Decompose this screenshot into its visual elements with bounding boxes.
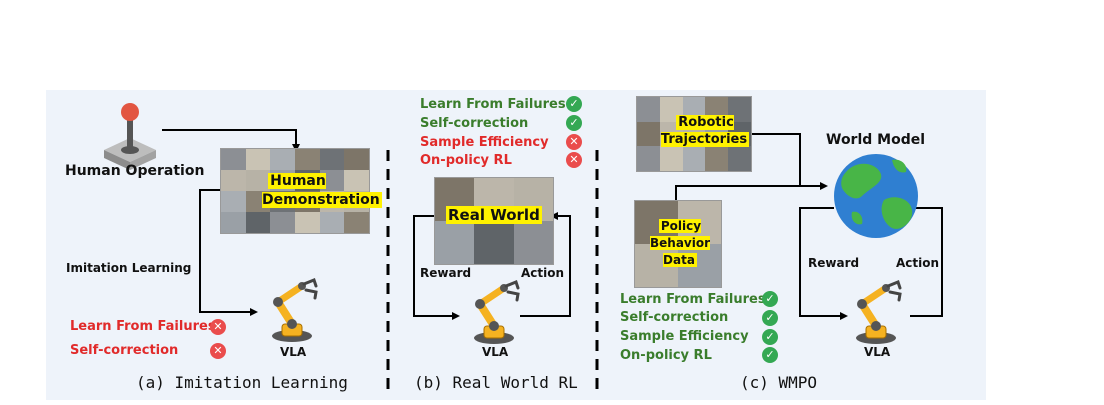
cross-circle-icon: ✕	[566, 134, 582, 150]
feature-self-correction: Self-correction	[420, 116, 529, 131]
check-circle-icon: ✓	[762, 310, 778, 326]
arrow-demo-to-vla	[199, 189, 258, 316]
arrow-world-to-vla	[413, 215, 460, 320]
photo-tile	[705, 146, 729, 171]
photo-tile	[319, 212, 345, 233]
policy-data-label-wrap: Policy Behavior Data	[650, 218, 711, 269]
joystick-icon	[104, 103, 156, 170]
photo-tile	[513, 221, 553, 264]
feature-on-policy-rl: On-policy RL	[420, 153, 512, 168]
arrow-operation-to-demo	[162, 129, 300, 152]
policy-data-label: Policy Behavior Data	[650, 219, 711, 267]
caption-b: (b) Real World RL	[414, 373, 578, 392]
check-circle-icon: ✓	[762, 347, 778, 363]
robot-arm-icon	[474, 282, 518, 344]
photo-tile	[245, 170, 271, 191]
photo-tile	[344, 170, 369, 191]
vla-label: VLA	[864, 345, 891, 359]
feature-learn-from-failures: Learn From Failures	[420, 97, 566, 112]
photo-tile	[319, 149, 345, 170]
photo-tile	[637, 146, 660, 171]
photo-tile	[270, 149, 295, 170]
vla-label: VLA	[280, 345, 307, 359]
photo-tile	[637, 97, 660, 122]
arrow-trajectories-to-world-model	[750, 133, 828, 190]
photo-tile	[245, 149, 271, 170]
feature-self-correction: Self-correction	[70, 343, 179, 358]
feature-self-correction: Self-correction	[620, 310, 729, 325]
photo-tile	[221, 149, 246, 170]
photo-tile	[294, 212, 320, 233]
action-label: Action	[521, 266, 565, 280]
feature-sample-efficiency: Sample Efficiency	[420, 135, 549, 150]
photo-tile	[728, 146, 751, 171]
feature-learn-from-failures: Learn From Failures	[70, 319, 216, 334]
arrow-vla-to-world	[520, 212, 571, 317]
photo-tile	[344, 212, 369, 233]
photo-tile	[474, 221, 514, 264]
real-world-label-wrap: Real World	[446, 206, 542, 224]
caption-a: (a) Imitation Learning	[136, 373, 348, 392]
cross-circle-icon: ✕	[210, 319, 226, 335]
photo-tile	[682, 146, 706, 171]
cross-circle-icon: ✕	[566, 152, 582, 168]
check-circle-icon: ✓	[762, 291, 778, 307]
trajectories-label-wrap: Robotic Trajectories	[660, 114, 750, 148]
real-world-label: Real World	[446, 206, 542, 224]
robot-arm-icon	[856, 282, 900, 344]
human-operation-label: Human Operation	[65, 163, 205, 179]
arrow-vla-to-world-model	[906, 204, 943, 317]
world-model-label: World Model	[826, 132, 926, 148]
feature-on-policy-rl: On-policy RL	[620, 348, 712, 363]
check-circle-icon: ✓	[762, 329, 778, 345]
photo-tile	[435, 221, 475, 264]
photo-tile	[221, 191, 246, 212]
imitation-learning-label: Imitation Learning	[66, 261, 192, 275]
check-circle-icon: ✓	[566, 115, 582, 131]
vla-label: VLA	[482, 345, 509, 359]
photo-tile	[245, 212, 271, 233]
check-circle-icon: ✓	[566, 96, 582, 112]
photo-tile	[270, 212, 295, 233]
photo-tile	[221, 212, 246, 233]
action-label: Action	[896, 256, 940, 270]
photo-tile	[728, 97, 751, 122]
photo-tile	[659, 146, 683, 171]
demonstration-label-wrap: Human Demonstration	[262, 172, 382, 210]
feature-learn-from-failures: Learn From Failures	[620, 292, 766, 307]
photo-tile	[294, 149, 320, 170]
photo-tile	[637, 121, 660, 147]
robot-arm-icon	[272, 280, 316, 342]
reward-label: Reward	[808, 256, 860, 270]
feature-sample-efficiency: Sample Efficiency	[620, 329, 749, 344]
photo-tile	[344, 149, 369, 170]
globe-icon	[834, 154, 918, 238]
reward-label: Reward	[420, 266, 472, 280]
cross-circle-icon: ✕	[210, 343, 226, 359]
caption-c: (c) WMPO	[740, 373, 818, 392]
trajectories-label: Robotic Trajectories	[660, 115, 750, 147]
arrow-world-model-to-vla	[799, 207, 848, 320]
photo-tile	[221, 170, 246, 191]
